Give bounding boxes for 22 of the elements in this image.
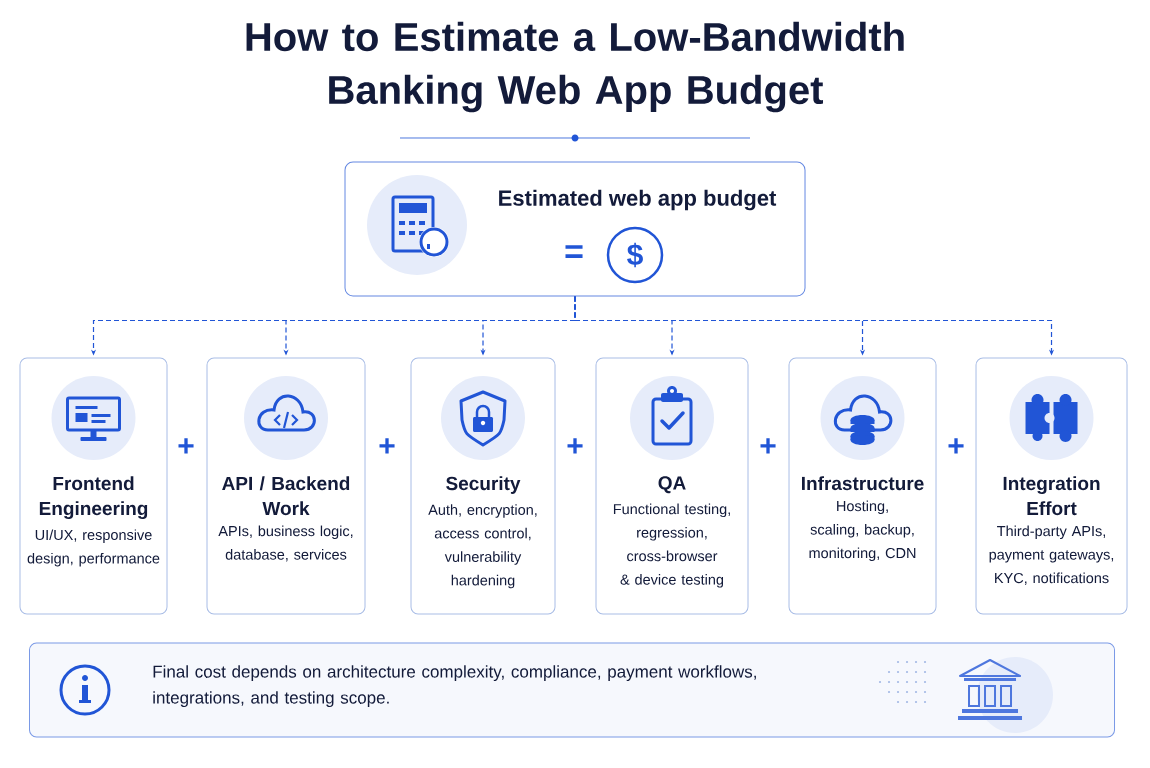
card-description: APIs, business logic, database, services	[218, 525, 353, 562]
card-heading: Integration Effort	[1003, 476, 1100, 516]
note-text: Final cost depends on architecture complexity, compliance, payment workflows, integrations, and testing scope.	[153, 665, 756, 708]
card-heading: Infrastructure	[802, 476, 924, 491]
card-heading: Frontend Engineering	[39, 476, 148, 519]
plus-sign: +	[760, 438, 776, 454]
card-heading: Security	[446, 476, 521, 494]
note-box	[29, 642, 1115, 738]
card-description: Auth, encryption, access control, vulnerability hardening	[428, 504, 537, 589]
plus-sign: +	[948, 438, 964, 454]
card-description: UI/UX, responsive design, performance	[27, 529, 160, 567]
card-heading: QA	[658, 476, 686, 494]
card-description: Third-party APIs, payment gateways, KYC, notifications	[989, 525, 1114, 585]
card-heading: API / Backend Work	[222, 476, 350, 516]
plus-sign: +	[567, 438, 583, 454]
card-description: Functional testing, regression, cross-browser & device testing	[613, 503, 730, 588]
card-description: Hosting, scaling, backup, monitoring, CDN	[809, 500, 916, 562]
box-heading: Estimated web app budget	[499, 189, 777, 211]
plus-sign: +	[178, 438, 194, 454]
plus-sign: +	[379, 438, 395, 454]
title: How to Estimate a Low-Bandwidth Banking Web App Budget	[246, 21, 904, 113]
equals-sign: =	[565, 245, 583, 258]
